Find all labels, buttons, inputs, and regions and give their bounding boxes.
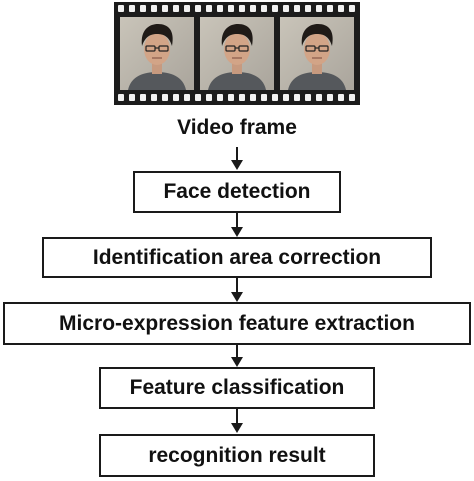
- sprocket-hole: [338, 94, 344, 101]
- sprocket-hole: [129, 94, 135, 101]
- sprocket-hole: [349, 5, 355, 12]
- sprocket-hole: [118, 5, 124, 12]
- step-identification-area-correction-label: Identification area correction: [92, 245, 382, 269]
- sprocket-row-top: [118, 5, 355, 12]
- sprocket-hole: [239, 5, 245, 12]
- arrow-correction-to-feature-extraction: [231, 277, 243, 302]
- sprocket-hole: [327, 94, 333, 101]
- video-frame-thumbnail: [120, 17, 194, 90]
- sprocket-hole: [283, 94, 289, 101]
- sprocket-hole: [250, 5, 256, 12]
- step-feature-classification-label: Feature classification: [129, 376, 345, 399]
- sprocket-row-bottom: [118, 94, 355, 101]
- sprocket-hole: [206, 5, 212, 12]
- step-face-detection-label: Face detection: [163, 180, 311, 203]
- sprocket-hole: [272, 5, 278, 12]
- flow-arrows: [231, 147, 243, 433]
- sprocket-hole: [195, 94, 201, 101]
- step-feature-classification: Feature classification: [99, 367, 375, 409]
- sprocket-hole: [316, 94, 322, 101]
- sprocket-hole: [118, 94, 124, 101]
- sprocket-hole: [184, 5, 190, 12]
- arrow-feature-extraction-to-classification: [231, 344, 243, 367]
- arrow-classification-to-result: [231, 408, 243, 433]
- sprocket-hole: [272, 94, 278, 101]
- sprocket-hole: [250, 94, 256, 101]
- sprocket-hole: [217, 94, 223, 101]
- sprocket-hole: [228, 5, 234, 12]
- sprocket-hole: [129, 5, 135, 12]
- step-face-detection: Face detection: [133, 171, 341, 213]
- sprocket-hole: [217, 5, 223, 12]
- sprocket-hole: [173, 5, 179, 12]
- video-frame-label: Video frame: [177, 116, 297, 139]
- sprocket-hole: [140, 5, 146, 12]
- sprocket-hole: [228, 94, 234, 101]
- sprocket-hole: [173, 94, 179, 101]
- step-recognition-result-label: recognition result: [148, 443, 326, 467]
- arrow-frame-to-face-detection: [231, 147, 243, 170]
- sprocket-hole: [294, 94, 300, 101]
- sprocket-hole: [151, 94, 157, 101]
- sprocket-hole: [261, 94, 267, 101]
- sprocket-hole: [184, 94, 190, 101]
- sprocket-hole: [261, 5, 267, 12]
- step-recognition-result: recognition result: [99, 434, 375, 477]
- sprocket-hole: [316, 5, 322, 12]
- sprocket-hole: [140, 94, 146, 101]
- sprocket-hole: [283, 5, 289, 12]
- film-strip: [114, 2, 360, 105]
- step-micro-expression-feature-extraction: Micro-expression feature extraction: [3, 302, 471, 345]
- sprocket-hole: [162, 94, 168, 101]
- video-frame-thumbnail: [280, 17, 354, 90]
- sprocket-hole: [239, 94, 245, 101]
- step-identification-area-correction: Identification area correction: [42, 237, 432, 278]
- step-micro-expression-feature-extraction-label: Micro-expression feature extraction: [59, 311, 415, 335]
- sprocket-hole: [349, 94, 355, 101]
- sprocket-hole: [162, 5, 168, 12]
- sprocket-hole: [327, 5, 333, 12]
- sprocket-hole: [206, 94, 212, 101]
- sprocket-hole: [305, 94, 311, 101]
- sprocket-hole: [294, 5, 300, 12]
- sprocket-hole: [151, 5, 157, 12]
- sprocket-hole: [305, 5, 311, 12]
- video-frame-thumbnail: [200, 17, 274, 90]
- sprocket-hole: [338, 5, 344, 12]
- sprocket-hole: [195, 5, 201, 12]
- arrow-face-detection-to-correction: [231, 212, 243, 237]
